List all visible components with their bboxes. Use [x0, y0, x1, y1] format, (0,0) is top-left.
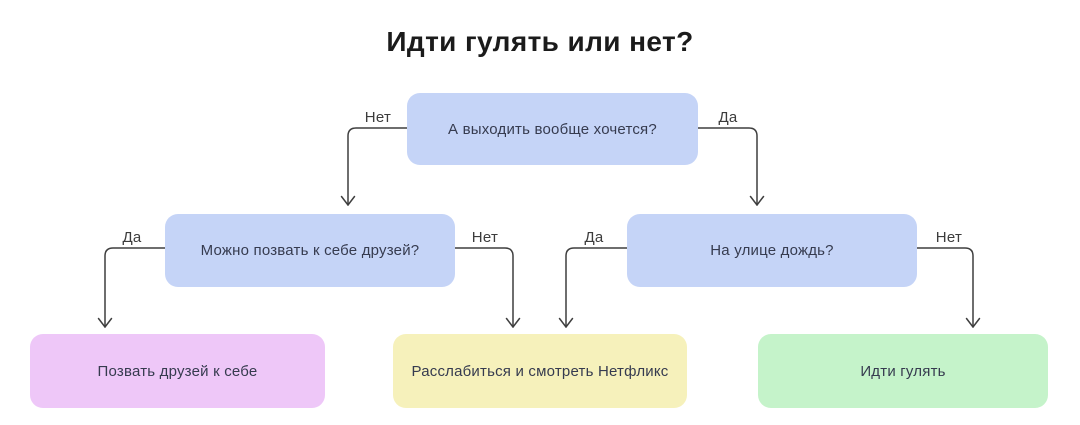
node-label: Можно позвать к себе друзей? — [200, 242, 420, 259]
arrow-down-icon — [505, 317, 521, 328]
page-title: Идти гулять или нет? — [386, 26, 694, 57]
edge-label-rain-no: Нет — [935, 229, 963, 246]
edge-label-rain-yes: Да — [584, 229, 604, 246]
arrow-down-icon — [340, 195, 356, 206]
node-label: Расслабиться и смотреть Нетфликс — [411, 362, 669, 380]
edge-rain-no-line — [916, 247, 974, 328]
node-outcome-relax-watch-netflix: Расслабиться и смотреть Нетфликс — [393, 334, 687, 408]
edge-invite-no-line — [454, 247, 514, 328]
node-question-invite-friends: Можно позвать к себе друзей? — [165, 214, 455, 287]
arrow-down-icon — [97, 317, 113, 328]
node-label: А выходить вообще хочется? — [448, 120, 657, 138]
edge-root-yes-line — [697, 127, 758, 206]
node-outcome-call-friends-over: Позвать друзей к себе — [30, 334, 325, 408]
edge-invite-yes-line — [104, 247, 166, 328]
edge-label-root-no: Нет — [364, 109, 392, 126]
edge-label-invite-yes: Да — [122, 229, 142, 246]
node-label: Позвать друзей к себе — [97, 362, 258, 380]
node-outcome-go-for-walk: Идти гулять — [758, 334, 1048, 408]
arrow-down-icon — [749, 195, 765, 206]
node-question-raining-outside: На улице дождь? — [627, 214, 917, 287]
edge-rain-yes-line — [565, 247, 628, 328]
edge-root-no-line — [347, 127, 408, 206]
node-label: На улице дождь? — [710, 242, 834, 259]
arrow-down-icon — [558, 317, 574, 328]
node-question-want-to-go-out: А выходить вообще хочется? — [407, 93, 698, 165]
edge-label-invite-no: Нет — [471, 229, 499, 246]
edge-label-root-yes: Да — [718, 109, 738, 126]
node-label: Идти гулять — [860, 362, 946, 380]
arrow-down-icon — [965, 317, 981, 328]
